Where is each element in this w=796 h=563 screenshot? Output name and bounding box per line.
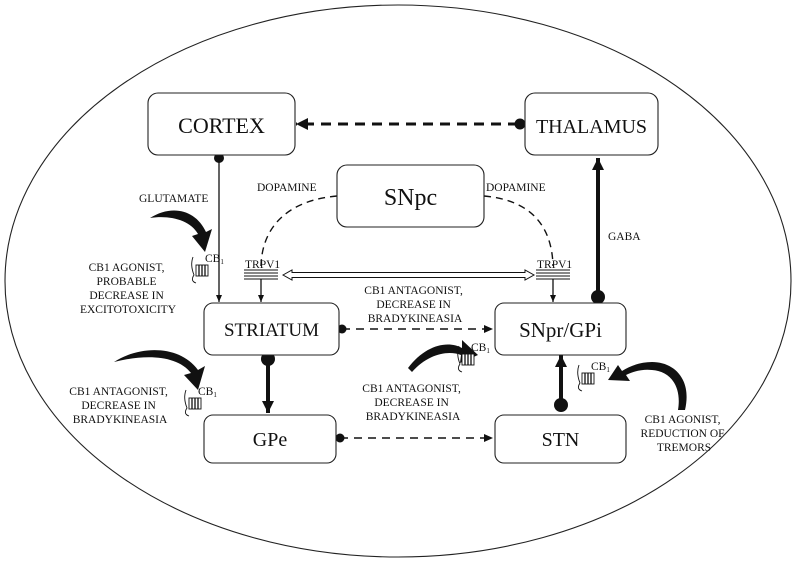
node-thalamus-label: THALAMUS — [536, 116, 647, 138]
trpv1-double-arrow — [281, 269, 536, 281]
node-stn-label: STN — [542, 429, 580, 451]
node-striatum: STRIATUM — [203, 302, 340, 356]
cb1-receptor-tremor: CB1 — [577, 361, 610, 392]
trpv1-right-label: TRPV1 — [537, 259, 572, 271]
trpv1-left-label: TRPV1 — [245, 259, 280, 271]
cb1-antagonist-left-text: CB1 ANTAGONIST, DECREASE IN BRADYKINEASI… — [69, 386, 170, 426]
node-snpc-label: SNpc — [384, 185, 437, 211]
cb1-label-center: CB1 — [471, 342, 490, 355]
dopamine-left-curve — [260, 195, 338, 267]
cb1-arrow-center — [408, 340, 478, 372]
thalamus-connector-dot — [514, 118, 526, 130]
node-stn: STN — [494, 414, 627, 464]
cb1-receptor-left-gpe: CB1 — [184, 386, 217, 417]
outer-ellipse — [4, 4, 792, 558]
dopamine-right-label: DOPAMINE — [486, 182, 546, 194]
node-cortex-label: CORTEX — [178, 113, 265, 138]
node-thalamus: THALAMUS — [524, 92, 659, 156]
node-snpr-gpi-label: SNpr/GPi — [519, 318, 602, 342]
cb1-arrow-excitotoxicity — [150, 210, 212, 252]
cb1-arrow-left-gpe — [114, 350, 205, 390]
cb1-label-tremor: CB1 — [591, 361, 610, 374]
cb1-agonist-excitotoxicity-text: CB1 AGONIST, PROBABLE DECREASE IN EXCITO… — [80, 262, 177, 316]
dopamine-right-curve — [483, 195, 554, 267]
cb1-receptor-excitotoxicity: CB1 — [191, 253, 224, 284]
cb1-label-excitotoxicity: CB1 — [205, 253, 224, 266]
node-cortex: CORTEX — [147, 92, 296, 156]
trpv1-left-receptor — [244, 269, 278, 302]
node-snpc: SNpc — [336, 164, 485, 228]
node-snpr-gpi: SNpr/GPi — [494, 302, 627, 356]
stn-connector-dot — [554, 398, 568, 412]
glutamate-label: GLUTAMATE — [139, 193, 208, 205]
node-gpe-label: GPe — [253, 429, 288, 451]
cb1-antagonist-mid-text: CB1 ANTAGONIST, DECREASE IN BRADYKINEASI… — [364, 285, 465, 325]
cb1-antagonist-center-text: CB1 ANTAGONIST, DECREASE IN BRADYKINEASI… — [362, 383, 463, 423]
cb1-arrow-tremor — [608, 362, 687, 410]
node-striatum-label: STRIATUM — [224, 320, 319, 341]
trpv1-right-receptor — [536, 269, 570, 302]
node-gpe: GPe — [203, 414, 337, 464]
gaba-label: GABA — [608, 231, 641, 243]
dopamine-left-label: DOPAMINE — [257, 182, 317, 194]
cb1-label-left-gpe: CB1 — [198, 386, 217, 399]
cb1-receptor-center: CB1 — [457, 342, 490, 373]
cb1-agonist-tremor-text: CB1 AGONIST, REDUCTION OF TREMORS — [641, 414, 728, 454]
snpr-connector-dot — [591, 290, 605, 304]
